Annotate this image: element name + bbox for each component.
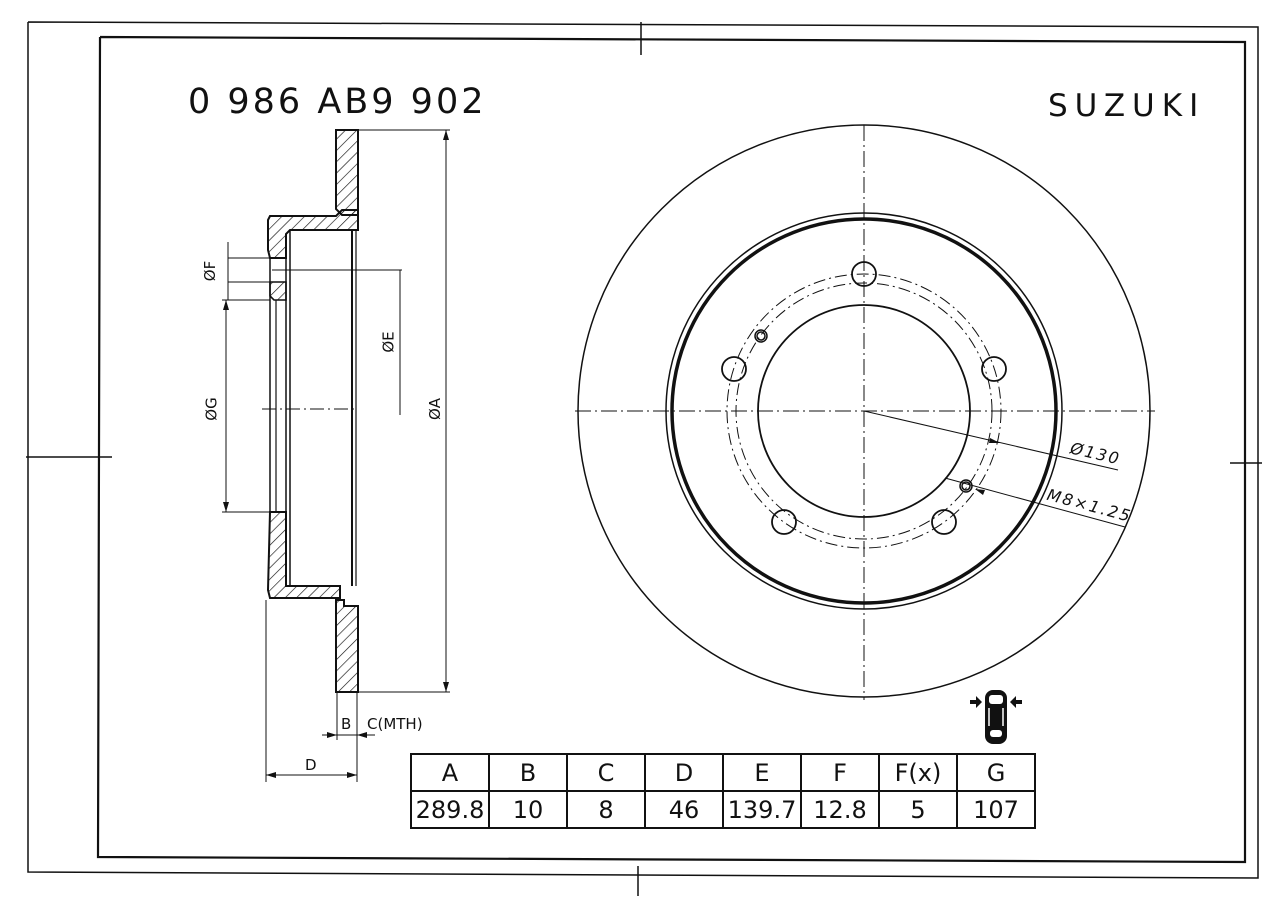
header-b: B [488, 753, 568, 792]
value-d: 46 [644, 790, 724, 829]
header-g: G [956, 753, 1036, 792]
label-d: D [305, 756, 317, 774]
header-fx: F(x) [878, 753, 958, 792]
brand-name: SUZUKI [1048, 88, 1206, 124]
section-view [222, 129, 450, 782]
value-f: 12.8 [800, 790, 880, 829]
header-d: D [644, 753, 724, 792]
label-dia-g: ØG [202, 397, 221, 421]
car-rear-axle-icon [970, 690, 1022, 744]
header-e: E [722, 753, 802, 792]
dimension-table: A B C D E F F(x) G 289.8 10 8 46 139.7 1… [410, 753, 1036, 829]
value-a: 289.8 [410, 790, 490, 829]
header-c: C [566, 753, 646, 792]
label-b: B [341, 715, 352, 733]
sheet-frame [26, 21, 1262, 896]
label-dia-a: ØA [426, 397, 445, 421]
table-value-row: 289.8 10 8 46 139.7 12.8 5 107 [410, 790, 1036, 829]
threaded-holes [754, 329, 973, 493]
table-header-row: A B C D E F F(x) G [410, 753, 1036, 792]
value-c: 8 [566, 790, 646, 829]
part-number: 0 986 AB9 902 [188, 82, 487, 122]
face-view [575, 124, 1155, 700]
value-fx: 5 [878, 790, 958, 829]
value-g: 107 [956, 790, 1036, 829]
label-dia-e: ØE [379, 331, 398, 353]
label-dia-f: ØF [201, 260, 220, 282]
value-b: 10 [488, 790, 568, 829]
value-e: 139.7 [722, 790, 802, 829]
header-a: A [410, 753, 490, 792]
label-c: C(MTH) [367, 715, 423, 733]
bolt-holes [721, 261, 1007, 535]
header-f: F [800, 753, 880, 792]
